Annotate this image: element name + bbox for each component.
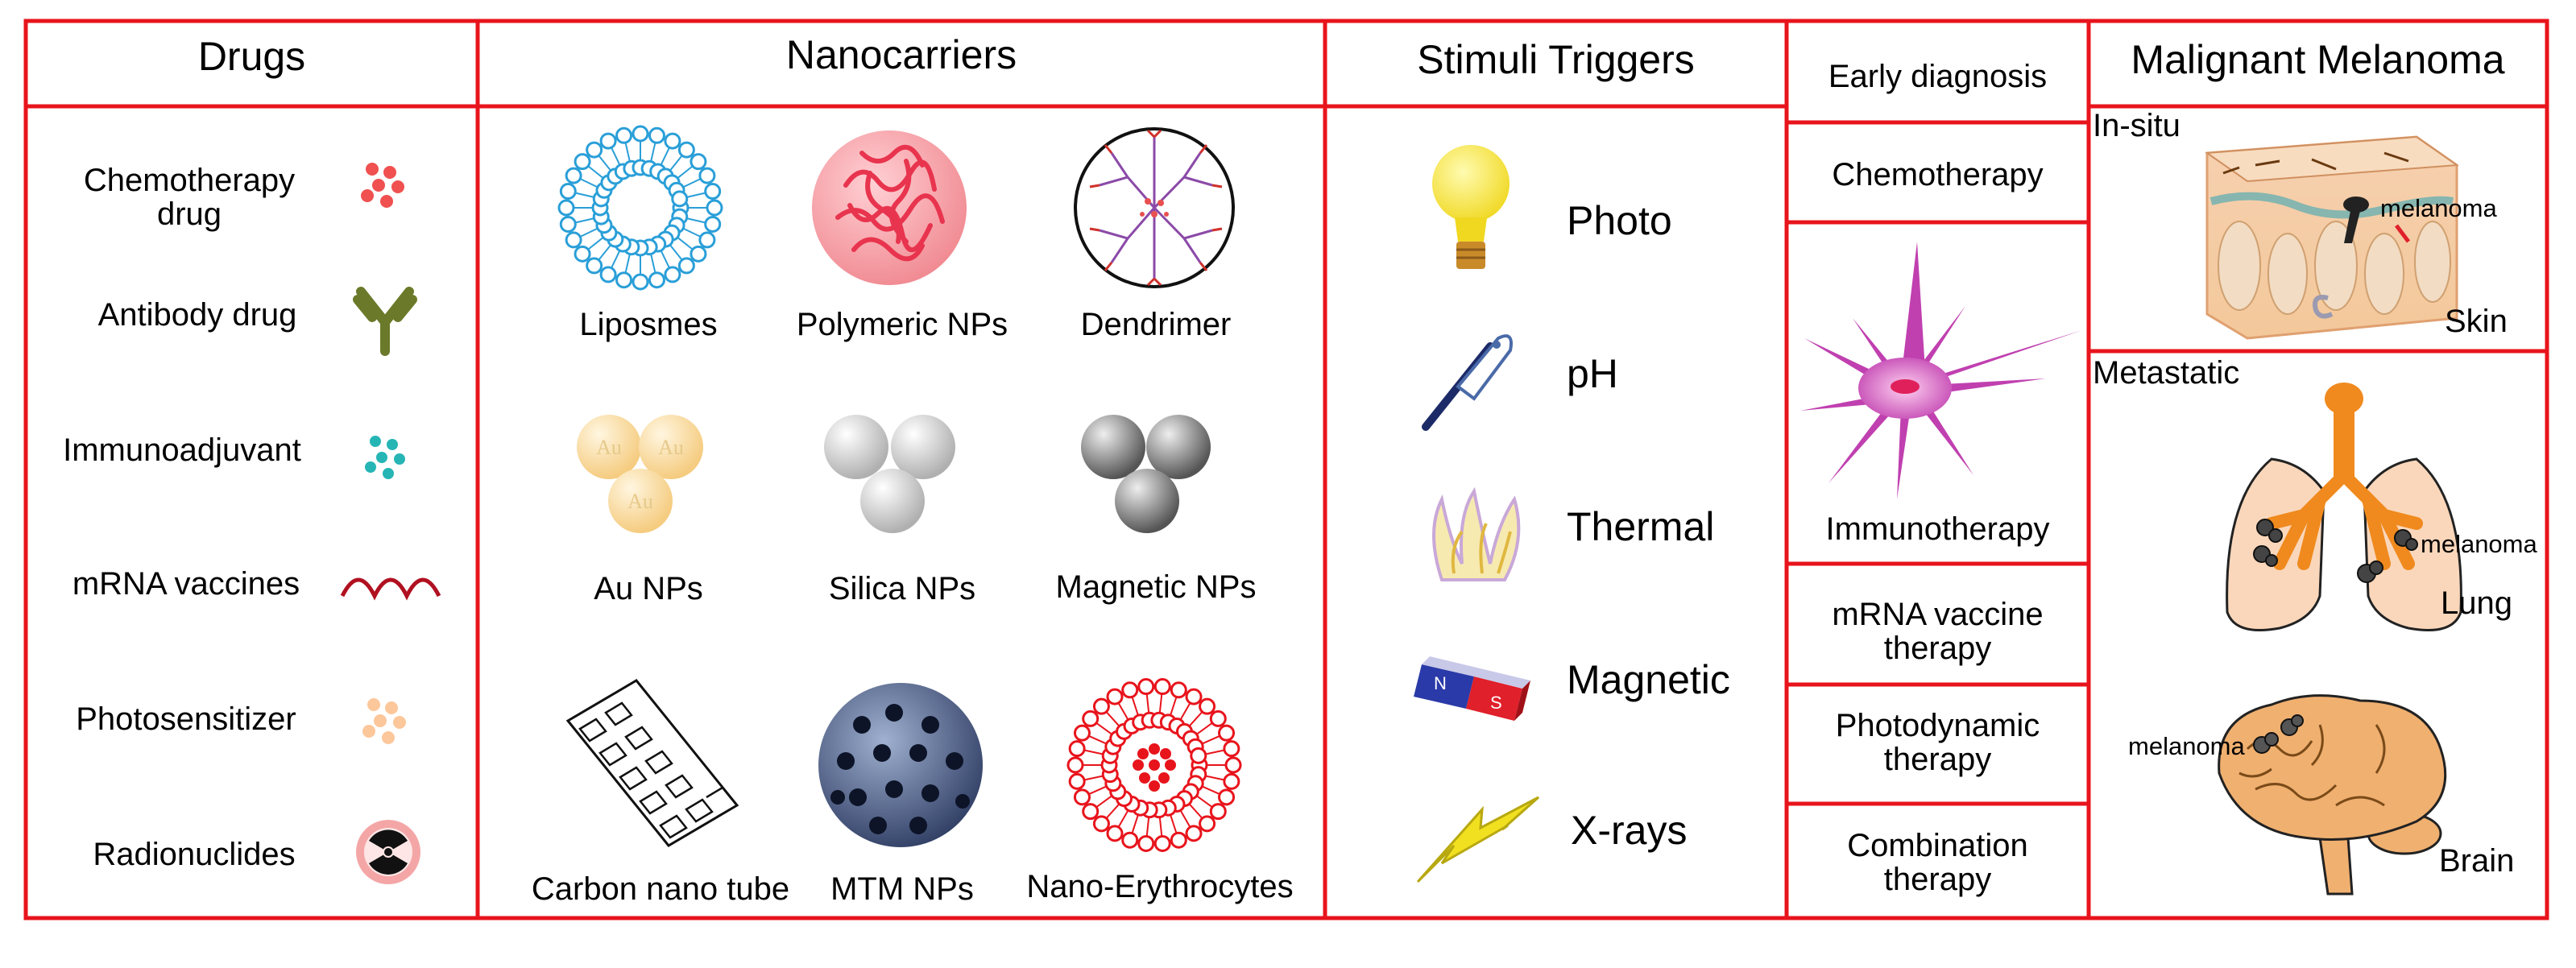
nano-erythrocyte-icon xyxy=(1066,678,1242,852)
immunoadjuvant-icon xyxy=(365,436,405,479)
drug-label-photosensitizer: Photosensitizer xyxy=(76,701,296,737)
therapy-label-chemotherapy: Chemotherapy xyxy=(1832,157,2044,192)
mrna-strand-icon xyxy=(340,577,441,601)
au-symbol-1: Au xyxy=(596,436,622,459)
stimulus-label-ph: pH xyxy=(1567,351,1618,396)
nanocarrier-label-silica: Silica NPs xyxy=(828,571,976,606)
nanocarrier-label-liposomes: Liposmes xyxy=(579,307,718,342)
light-bulb-icon xyxy=(1432,145,1510,269)
thermometer-icon xyxy=(1422,334,1513,431)
nanocarrier-label-polymeric: Polymeric NPs xyxy=(796,307,1008,342)
drug-label-chemotherapy: Chemotherapy drug xyxy=(83,163,296,232)
label-brain: Brain xyxy=(2439,843,2515,879)
brain-icon xyxy=(2218,694,2447,896)
nanocarrier-label-dendrimer: Dendrimer xyxy=(1080,307,1232,342)
magnet-north-label: N xyxy=(1434,673,1447,693)
drug-label-radionuclides: Radionuclides xyxy=(93,837,296,872)
chemotherapy-drug-icon xyxy=(361,163,404,208)
label-lung: Lung xyxy=(2441,585,2512,621)
polymeric-np-icon xyxy=(812,130,967,285)
liposome-icon xyxy=(557,125,723,291)
label-melanoma-brain: melanoma xyxy=(2128,732,2245,760)
therapy-label-combination: Combination therapy xyxy=(1847,828,2028,897)
photosensitizer-icon xyxy=(362,698,406,744)
therapy-label-photodynamic: Photodynamic therapy xyxy=(1835,708,2040,777)
flame-icon xyxy=(1432,486,1521,581)
stimulus-label-xrays: X-rays xyxy=(1571,808,1688,853)
nanocarrier-label-magnetic: Magnetic NPs xyxy=(1055,569,1257,605)
au-symbol-3: Au xyxy=(627,490,653,513)
header-stimuli-triggers: Stimuli Triggers xyxy=(1417,37,1695,82)
au-symbol-2: Au xyxy=(658,436,684,459)
dendrimer-icon xyxy=(1074,127,1235,288)
drug-label-immunoadjuvant: Immunoadjuvant xyxy=(63,432,301,468)
stimulus-label-magnetic: Magnetic xyxy=(1567,657,1730,702)
therapy-label-mrna-vaccine: mRNA vaccine therapy xyxy=(1832,597,2044,666)
header-drugs: Drugs xyxy=(197,34,306,79)
therapy-label-early-diagnosis: Early diagnosis xyxy=(1828,59,2048,94)
antibody-icon xyxy=(353,287,417,356)
dendritic-cell-icon xyxy=(1800,242,2082,499)
lightning-bolt-icon xyxy=(1416,796,1539,883)
drug-label-mrna-vaccines: mRNA vaccines xyxy=(72,566,300,602)
gold-np-icon: Au Au Au xyxy=(577,415,703,533)
magnetic-np-icon xyxy=(1081,415,1211,533)
silica-np-icon xyxy=(824,415,955,533)
magnet-south-label: S xyxy=(1490,693,1502,713)
magnet-icon: N S xyxy=(1414,656,1530,721)
table-grid xyxy=(23,19,2549,920)
radioactive-icon xyxy=(356,820,420,884)
stimulus-label-thermal: Thermal xyxy=(1567,504,1715,549)
drug-label-antibody: Antibody drug xyxy=(97,297,297,333)
stimulus-label-photo: Photo xyxy=(1567,198,1672,243)
header-nanocarriers: Nanocarriers xyxy=(785,32,1017,77)
label-metastatic: Metastatic xyxy=(2093,355,2240,391)
lungs-icon xyxy=(2226,383,2462,631)
nanocarrier-label-au: Au NPs xyxy=(594,571,703,606)
nanocarrier-label-carbon-nanotube: Carbon nano tube xyxy=(531,871,790,907)
nanocarrier-label-mtm: MTM NPs xyxy=(830,871,974,907)
therapy-label-immunotherapy: Immunotherapy xyxy=(1825,511,2050,547)
label-melanoma-lung: melanoma xyxy=(2421,530,2537,558)
header-malignant-melanoma: Malignant Melanoma xyxy=(2131,37,2505,82)
mtm-np-icon xyxy=(818,683,983,847)
label-in-situ: In-situ xyxy=(2093,108,2180,143)
nanocarrier-label-nano-erythrocytes: Nano-Erythrocytes xyxy=(1026,869,1294,904)
carbon-nanotube-icon xyxy=(565,679,739,847)
skin-tissue-icon xyxy=(2205,135,2459,340)
label-melanoma-skin: melanoma xyxy=(2380,194,2497,222)
label-skin: Skin xyxy=(2445,304,2508,339)
